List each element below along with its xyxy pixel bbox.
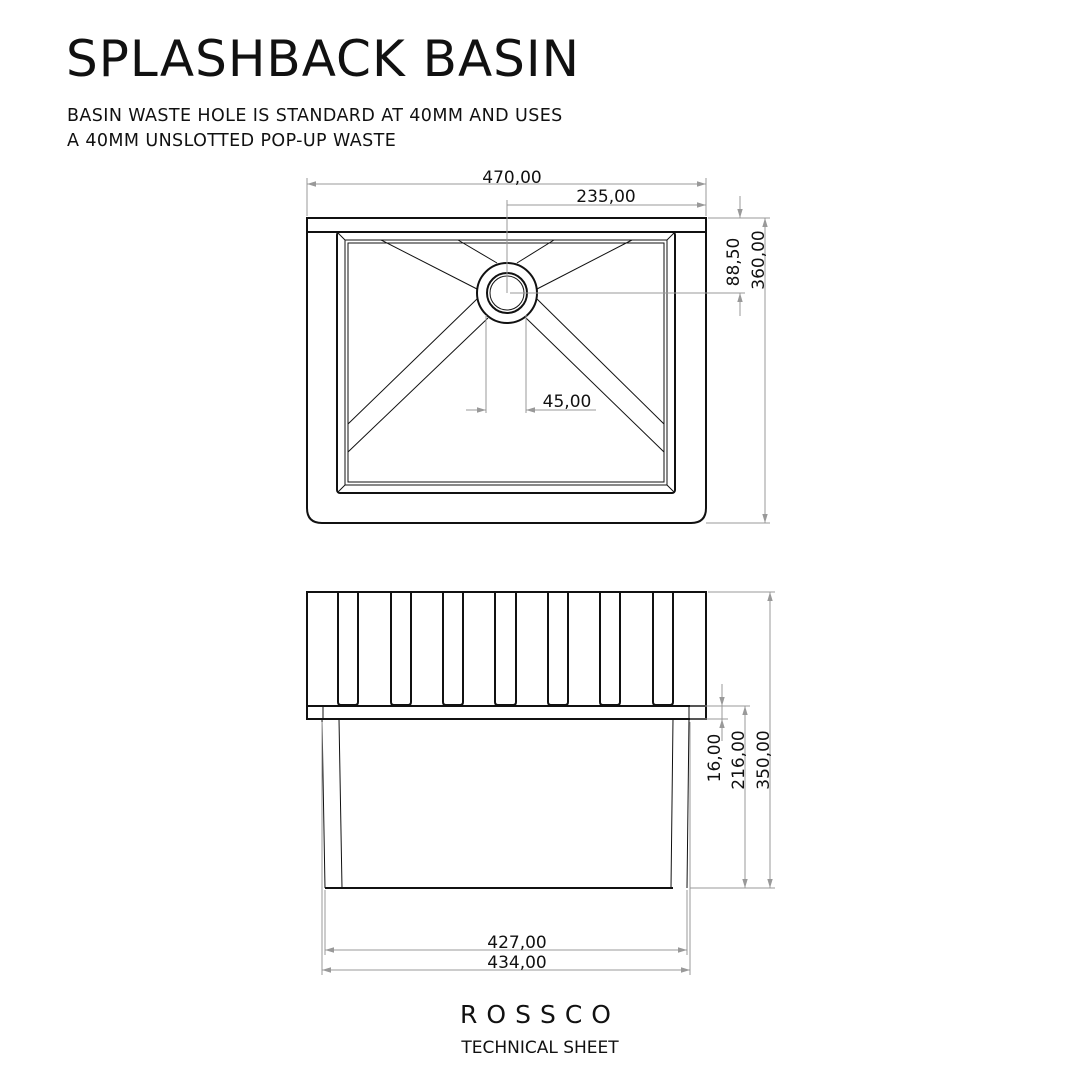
basin-bowl [336,231,676,494]
depth-dimension: 360,00 [749,230,769,289]
rim-height-dimension: 16,00 [705,734,725,783]
waste-note-line-1: BASIN WASTE HOLE IS STANDARD AT 40MM AND… [67,106,563,126]
basin-body-sides [321,718,690,889]
waste-note-line-2: A 40MM UNSLOTTED POP-UP WASTE [67,131,397,151]
basin-outline [306,217,707,524]
sheet-subtitle: TECHNICAL SHEET [461,1038,619,1058]
waste-diameter-dimension: 45,00 [543,392,592,412]
splashback-flutes [337,592,674,706]
top-width-dimension: 434,00 [487,953,546,973]
front-view-dimensions: 350,00 216,00 16,00 427,00 434,00 [321,591,775,975]
bottom-width-dimension: 427,00 [487,933,546,953]
waste-offset-dimension: 88,50 [724,238,744,287]
half-width-dimension: 235,00 [576,187,635,207]
basin-floor [344,239,668,486]
top-view [306,217,707,524]
drain-ribs [337,232,675,493]
total-height-dimension: 350,00 [754,730,774,789]
body-height-dimension: 216,00 [729,730,749,789]
top-view-dimensions: 470,00 235,00 88,50 360,00 45,00 [306,168,770,524]
basin-floor-inner [347,242,665,483]
brand-name: ROSSCO [460,1000,620,1029]
width-dimension: 470,00 [482,168,541,188]
splashback-panel [306,591,707,720]
front-view [306,591,707,889]
page-title: SPLASHBACK BASIN [66,30,581,88]
waste-note: BASIN WASTE HOLE IS STANDARD AT 40MM AND… [67,104,563,154]
